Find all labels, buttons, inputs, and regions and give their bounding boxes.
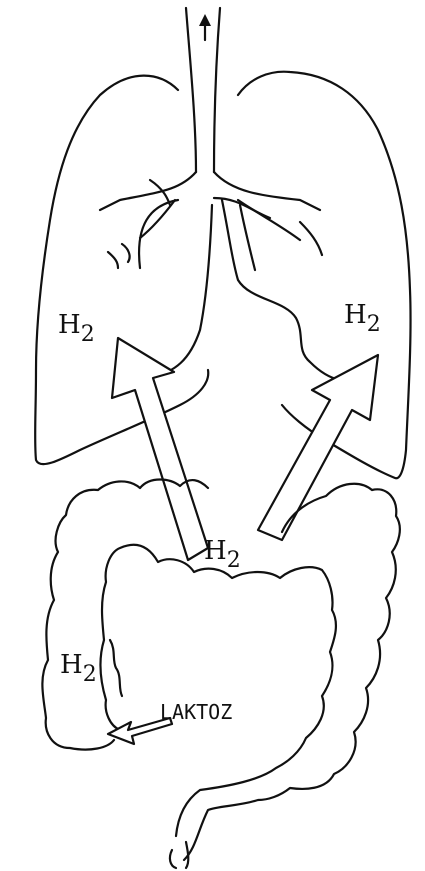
trachea-right-wall	[214, 8, 220, 172]
left-bronchus-tip-2	[108, 252, 118, 268]
left-main-bronchus-upper	[100, 172, 196, 210]
trachea-left-wall	[186, 8, 196, 172]
h2-arrow-left	[112, 338, 208, 560]
h2-label-right-lung: H2	[344, 302, 381, 328]
lactose-label: LAKTOZ	[160, 702, 232, 722]
h2-right-lung-sub: 2	[367, 312, 381, 337]
rectum	[170, 842, 188, 868]
heart-left-border	[150, 205, 212, 378]
h2-left-lung-main: H	[58, 310, 81, 340]
colon-inner	[100, 545, 336, 836]
left-bronchus-tip	[122, 244, 130, 262]
left-bronchus-branch-b	[140, 200, 175, 238]
right-main-bronchus-upper	[214, 172, 320, 210]
left-lung	[35, 76, 208, 465]
h2-arrow-right	[258, 355, 378, 540]
trachea	[186, 8, 220, 172]
h2-colon-sub: 2	[227, 548, 241, 573]
h2-label-left-lung: H2	[58, 312, 95, 338]
right-bronchus-tip	[300, 222, 322, 255]
h2-right-lung-main: H	[344, 300, 367, 330]
h2-colon-main: H	[204, 536, 227, 566]
h2-cecum-main: H	[60, 650, 83, 680]
airflow-arrow-head	[199, 14, 211, 26]
right-lower-bronchus	[240, 205, 255, 270]
h2-label-colon: H2	[204, 538, 241, 564]
h2-cecum-sub: 2	[83, 662, 97, 687]
h2-left-lung-sub: 2	[81, 322, 95, 347]
cecum-haustra	[110, 640, 122, 696]
h2-label-cecum: H2	[60, 652, 97, 678]
